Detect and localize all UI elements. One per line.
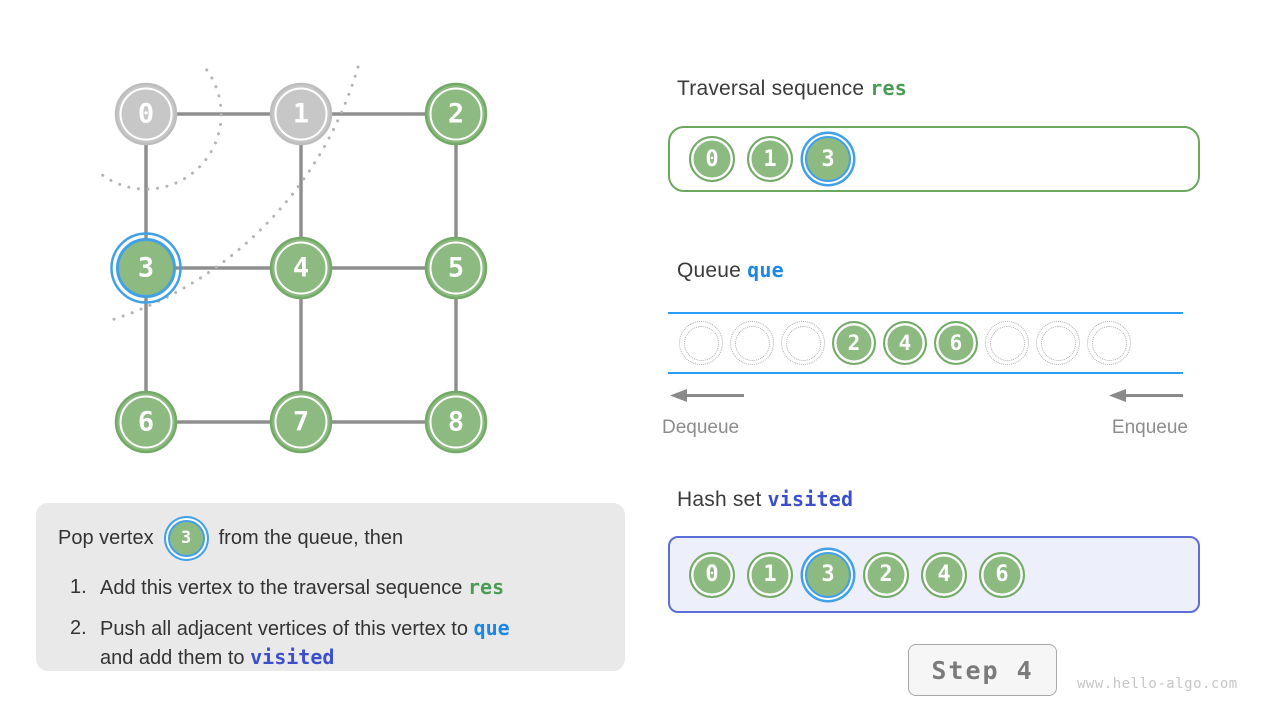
vertex-label: 0	[138, 99, 154, 130]
note-item-2: 2. Push all adjacent vertices of this ve…	[58, 614, 607, 672]
hash-set-box: 0 1 3 2 4 6	[668, 536, 1200, 613]
note-item-text: Push all adjacent vertices of this verte…	[100, 614, 510, 672]
queue-slot-empty	[985, 321, 1029, 365]
enqueue-label: Enqueue	[1111, 417, 1188, 438]
note-intro: Pop vertex 3 from the queue, then	[58, 515, 607, 561]
note-item-number: 2.	[70, 617, 87, 639]
note-item-number: 1.	[70, 576, 87, 598]
graph-vertex-1: 1	[269, 82, 333, 146]
queue-slot: 4	[883, 321, 927, 365]
traversal-sequence-box: 0 1 3	[668, 126, 1200, 192]
queue-slot-empty	[1036, 321, 1080, 365]
graph-vertex-7: 7	[269, 390, 333, 454]
note-intro-prefix: Pop vertex	[58, 526, 154, 549]
vertex-label: 2	[448, 99, 464, 130]
note-item-text: Add this vertex to the traversal sequenc…	[100, 573, 504, 602]
graph-vertex-4: 4	[269, 236, 333, 300]
queue-slot-empty	[679, 321, 723, 365]
graph-vertex-2: 2	[424, 82, 488, 146]
graph-canvas: 0 1 2 3 4 5	[96, 65, 488, 454]
hash-set-header-label: Hash set	[677, 488, 762, 511]
graph-vertex-5: 5	[424, 236, 488, 300]
graph-vertex-3-current: 3	[110, 232, 182, 304]
res-token: res	[870, 76, 908, 100]
visited-token: visited	[250, 645, 335, 669]
hash-set-item: 6	[979, 551, 1025, 598]
hash-set-header: Hash set visited	[677, 487, 853, 512]
visited-token: visited	[767, 487, 854, 511]
que-token: que	[473, 616, 510, 640]
vertex-label: 1	[293, 99, 309, 130]
note-item-1: 1. Add this vertex to the traversal sequ…	[58, 573, 607, 602]
traversal-item: 1	[747, 136, 793, 182]
note-intro-suffix: from the queue, then	[218, 526, 404, 549]
hash-set-item: 0	[689, 551, 735, 598]
graph-vertex-0: 0	[114, 82, 178, 146]
watermark: www.hello-algo.com	[1077, 676, 1238, 692]
queue-slot-empty	[1087, 321, 1131, 365]
note-item-2-text: Push all adjacent vertices of this verte…	[100, 618, 468, 640]
traversal-item: 0	[689, 136, 735, 182]
queue-slot: 6	[934, 321, 978, 365]
vertex-label: 3	[138, 253, 154, 284]
traversal-item-current: 3	[805, 136, 851, 182]
vertex-label: 8	[448, 407, 464, 438]
traversal-header: Traversal sequence res	[677, 76, 907, 101]
que-token: que	[747, 258, 784, 282]
enqueue-arrow-icon	[1109, 389, 1183, 402]
queue-slot-empty	[781, 321, 825, 365]
dequeue-label: Dequeue	[662, 417, 740, 438]
vertex-label: 5	[448, 253, 464, 284]
queue-slot: 2	[832, 321, 876, 365]
res-token: res	[467, 575, 505, 599]
note-item-1-text: Add this vertex to the traversal sequenc…	[100, 577, 463, 599]
note-item-2-text2: and add them to	[100, 647, 245, 669]
hash-set-item: 4	[921, 551, 967, 598]
step-indicator: Step 4	[908, 644, 1057, 696]
queue-slot-empty	[730, 321, 774, 365]
hash-set-item: 2	[863, 551, 909, 598]
vertex-label: 4	[293, 253, 309, 284]
traversal-header-label: Traversal sequence	[677, 77, 865, 100]
hash-set-item: 1	[747, 551, 793, 598]
hash-set-item-current: 3	[805, 551, 851, 598]
queue-band: 2 4 6	[668, 312, 1183, 374]
dequeue-arrow-icon	[670, 389, 744, 402]
vertex-label: 6	[138, 407, 154, 438]
queue-header-label: Queue	[677, 259, 742, 282]
vertex-label: 7	[293, 407, 309, 438]
queue-header: Queue que	[677, 258, 784, 283]
graph-vertex-8: 8	[424, 390, 488, 454]
current-vertex-chip: 3	[167, 519, 205, 557]
graph-vertex-6: 6	[114, 390, 178, 454]
step-description-box: Pop vertex 3 from the queue, then 1. Add…	[36, 503, 625, 671]
